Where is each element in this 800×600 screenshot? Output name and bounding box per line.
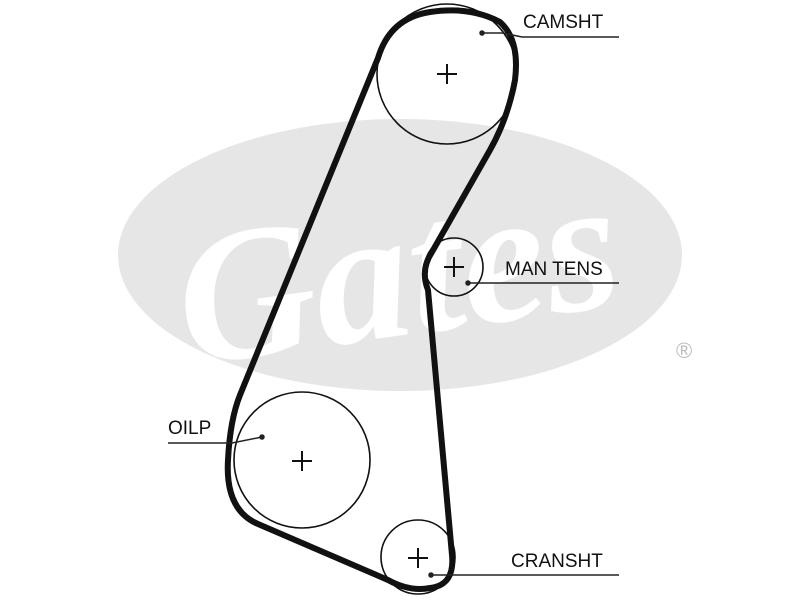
camshaft-pulley [376, 3, 518, 145]
crankshaft-label: CRANSHT [511, 551, 603, 572]
camshaft-leader-dot [479, 30, 485, 36]
registered-trademark-symbol: ® [676, 338, 692, 363]
camshaft-label: CAMSHT [523, 12, 604, 33]
oil-pump-leader-dot [259, 434, 265, 440]
tensioner-center-cross-icon [444, 257, 464, 277]
oil-pump-pulley-circle [233, 391, 371, 529]
crankshaft-pulley-circle [380, 519, 456, 595]
oil-pump-center-cross-icon [292, 451, 312, 471]
oil-pump-pulley [233, 391, 371, 529]
crankshaft-leader-dot [428, 572, 434, 578]
tensioner-pulley [424, 237, 484, 297]
tensioner-leader-dot [465, 280, 471, 286]
crankshaft-center-cross-icon [408, 548, 428, 568]
oil-pump-label: OILP [168, 418, 211, 439]
crankshaft-pulley [380, 519, 456, 595]
gates-watermark: Gates ® [118, 119, 692, 407]
camshaft-center-cross-icon [437, 64, 457, 84]
oil-pump-leader-line [168, 436, 263, 444]
tensioner-pulley-circle [424, 237, 484, 297]
camshaft-leader-line [482, 32, 619, 38]
watermark-ellipse [118, 119, 682, 391]
camshaft-pulley-circle [376, 3, 518, 145]
leader-lines [168, 30, 619, 578]
tensioner-label: MAN TENS [505, 259, 603, 280]
